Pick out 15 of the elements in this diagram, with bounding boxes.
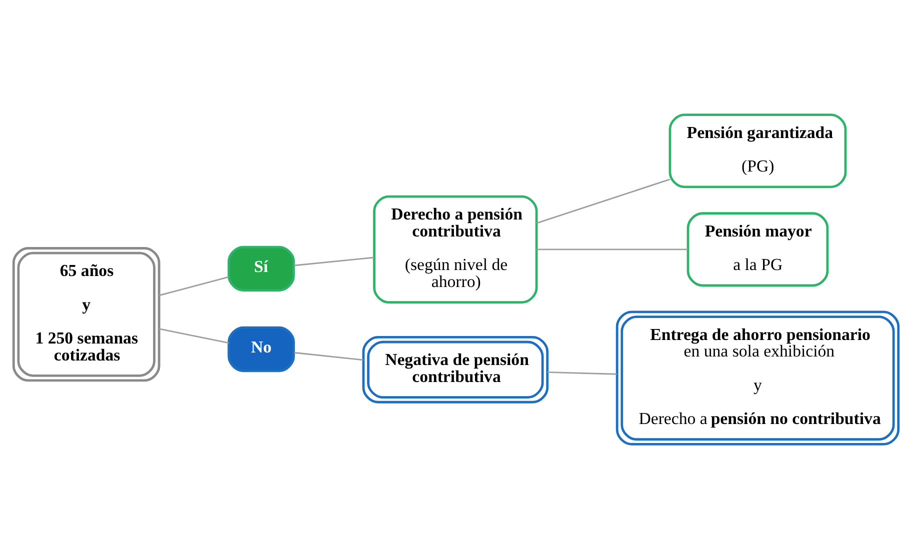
connector bbox=[294, 256, 374, 266]
connector bbox=[159, 276, 229, 296]
connector bbox=[536, 178, 670, 224]
node-box: 65 años y 1 250 semanas cotizadas bbox=[12, 246, 160, 382]
node-box: Sí bbox=[228, 245, 295, 292]
node-box: Pensión mayor a la PG bbox=[686, 212, 829, 286]
node-box: Derecho a pensión contributiva (según nivel de ahorro) bbox=[373, 194, 538, 304]
node-box: Pensión garantizada (PG) bbox=[668, 113, 847, 188]
node-box: No bbox=[228, 326, 295, 372]
connector bbox=[547, 370, 617, 374]
connector bbox=[159, 328, 229, 344]
connector bbox=[536, 248, 688, 250]
connector bbox=[294, 351, 364, 360]
node-box: Negativa de pensión contributiva bbox=[362, 336, 549, 403]
node-box: Entrega de ahorro pensionario en una sola exhibición y Derecho a pensión no contributiva bbox=[616, 310, 900, 445]
